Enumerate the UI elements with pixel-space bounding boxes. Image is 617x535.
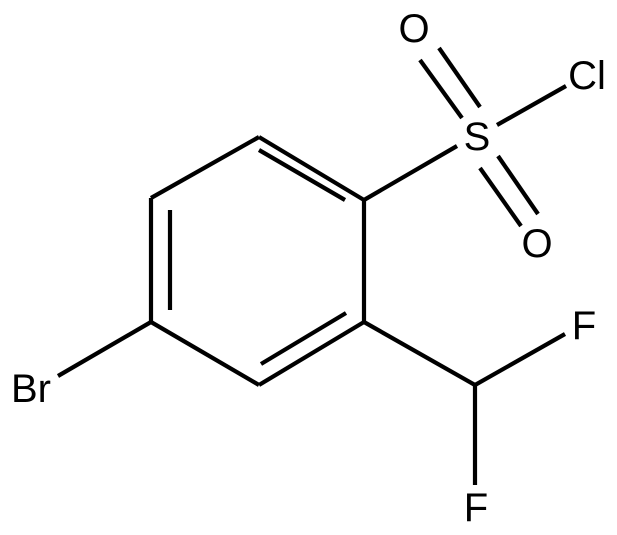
atom-label-oxygen-bottom: O [521,222,552,266]
bond-c6-chf2 [362,320,477,387]
ring-bond-c5-c6 [257,320,366,387]
ring-bond-c4-c5 [149,320,261,387]
atom-label-bromine: Br [11,367,51,411]
ring-bond-c1-c2 [257,135,366,202]
ring-inner-bond-c1-c2 [257,148,347,202]
atom-label-oxygen-top: O [398,7,429,51]
bond-c-f-top [473,332,567,387]
bond-s-cl [495,84,568,127]
ring-bond-c2-c3 [149,135,261,200]
bond-s-o-upper-a [418,58,464,120]
atom-label-sulfur: S [464,115,491,159]
atom-label-fluorine-bottom: F [464,486,488,530]
atom-label-fluorine-top: F [572,304,596,348]
bond-s-o-lower-a [478,166,523,228]
bond-c4-br [56,320,153,378]
bond-s-o-upper-b [437,46,482,109]
atom-label-chlorine: Cl [568,54,606,98]
bond-s-o-lower-b [496,154,540,216]
bond-c1-s [362,144,459,202]
ring-inner-bond-c5-c6 [259,311,348,366]
